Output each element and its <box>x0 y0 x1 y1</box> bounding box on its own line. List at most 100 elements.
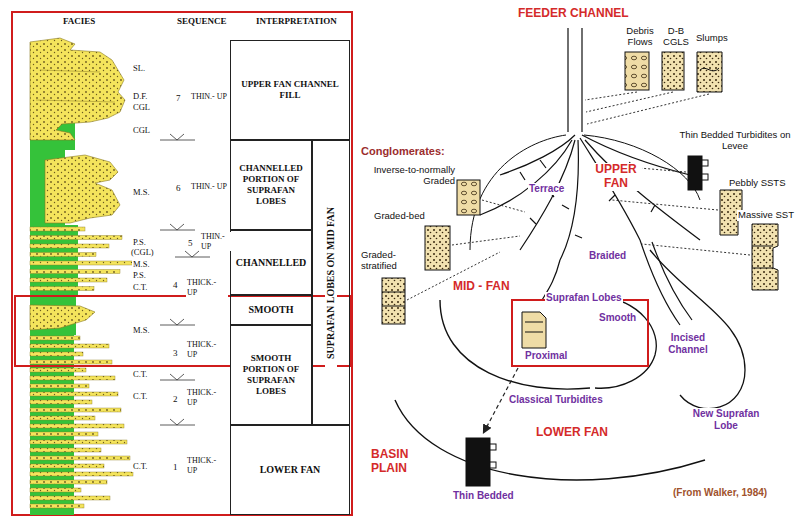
bed <box>30 392 118 396</box>
zone-label: FEEDER CHANNEL <box>517 7 630 21</box>
zone-label: LOWER FAN <box>535 426 609 440</box>
feature-label: New Suprafan Lobe <box>690 408 762 431</box>
facies-label: Pebbly SSTS <box>728 178 787 189</box>
bed <box>30 270 120 274</box>
facies-code: D.F. <box>132 92 148 102</box>
sequence-number: 4 <box>172 280 179 290</box>
column-header: SEQUENCE <box>176 16 228 26</box>
interpretation-text: CHANNELLED <box>234 257 309 269</box>
facies-label: Debris Flows <box>621 26 659 48</box>
bed <box>30 287 94 291</box>
interpretation-box: SMOOTH <box>230 295 312 325</box>
column-header: FACIES <box>62 16 96 26</box>
facies-label: Graded-stratified <box>360 250 412 272</box>
interpretation-box: CHANNELLED PORTION OF SUPRAFAN LOBES <box>230 140 312 230</box>
zone-label: UPPER FAN <box>590 163 642 191</box>
sequence-number: 2 <box>172 394 179 404</box>
trend-label: THIN.- UP <box>200 232 236 251</box>
feature-label: Terrace <box>528 183 565 195</box>
facies-label: Slumps <box>695 33 729 44</box>
interpretation-box: CHANNELLED <box>230 230 312 295</box>
leader-line <box>407 92 750 300</box>
trend-label: THICK.- UP <box>186 340 228 359</box>
interpretation-text: LOWER FAN <box>258 464 323 476</box>
bed <box>30 488 81 492</box>
facies-code: C.T. <box>132 283 148 293</box>
facies-code: C.T. <box>132 370 148 380</box>
interpretation-text: CHANNELLED PORTION OF SUPRAFAN LOBES <box>231 163 311 206</box>
bed <box>30 227 85 231</box>
bed <box>30 253 96 257</box>
bed <box>30 472 133 476</box>
trend-label: THIN.- UP <box>190 92 228 102</box>
group-heading: Conglomerates: <box>360 145 446 158</box>
bed <box>30 416 95 420</box>
facies-code: SL. <box>132 64 146 74</box>
bed <box>30 496 110 500</box>
facies-code: CGL <box>132 103 151 113</box>
trend-label: THIN.- UP <box>190 182 228 192</box>
bed <box>30 261 133 265</box>
facies-code: CGL <box>132 126 151 136</box>
feature-label: Proximal <box>524 350 568 362</box>
facies-code: M.S. <box>132 188 151 198</box>
facies-label: Inverse-to-normally Graded <box>362 165 456 187</box>
facies-code: M.S. <box>132 260 151 270</box>
facies-icon <box>382 52 778 486</box>
facies-label: Massive SST <box>737 210 795 221</box>
bed <box>30 424 124 428</box>
facies-code: M.S. <box>132 326 151 336</box>
bed <box>30 376 115 380</box>
strat-column <box>30 38 133 515</box>
facies-code: C.T. <box>132 462 148 472</box>
interpretation-text: SMOOTH PORTION OF SUPRAFAN LOBES <box>231 353 311 396</box>
bed <box>30 352 83 356</box>
interpretation-box: SUPRAFAN LOBES ON MID FAN <box>312 140 350 425</box>
bed <box>30 344 109 348</box>
column-header: INTERPRETATION <box>255 16 338 26</box>
facies-label: Graded-bed <box>373 211 426 222</box>
trend-label: THICK.- UP <box>186 278 228 297</box>
feature-label: Thin Bedded <box>452 490 515 502</box>
facies-code: P.S. <box>132 271 147 281</box>
bed <box>30 244 109 248</box>
feature-label: Smooth <box>598 312 637 324</box>
bed <box>30 336 80 340</box>
bed <box>30 360 112 364</box>
zone-label: MID - FAN <box>452 280 511 294</box>
sequence-number: 7 <box>175 93 182 103</box>
bed <box>30 456 130 460</box>
bed <box>30 368 86 372</box>
feature-label: Incised Channel <box>662 332 714 355</box>
bed <box>30 480 107 484</box>
interpretation-text: SMOOTH <box>246 304 295 316</box>
bed <box>30 464 104 468</box>
interpretation-text: SUPRAFAN LOBES ON MID FAN <box>325 151 337 415</box>
bed <box>30 432 98 436</box>
facies-label: Thin Bedded Turbidites on Levee <box>676 130 794 152</box>
bed <box>30 408 121 412</box>
trend-label: THICK.- UP <box>186 456 228 475</box>
bed <box>30 236 122 240</box>
highlight-box <box>512 300 648 366</box>
facies-code: C.T. <box>132 392 148 402</box>
bed <box>30 384 89 388</box>
bed <box>30 278 107 282</box>
panel-frame <box>12 12 352 515</box>
trend-label: THICK.- UP <box>186 388 228 407</box>
source-note: (From Walker, 1984) <box>672 487 768 499</box>
interpretation-box: SMOOTH PORTION OF SUPRAFAN LOBES <box>230 325 312 425</box>
feature-label: Braided <box>588 250 627 262</box>
bed <box>30 440 127 444</box>
bed <box>30 504 84 508</box>
feature-label: Classical Turbidites <box>508 394 604 406</box>
feature-label: Suprafan Lobes <box>545 292 623 304</box>
zone-label: BASIN PLAIN <box>370 448 422 476</box>
sequence-number: 1 <box>172 462 179 472</box>
bed <box>30 400 92 404</box>
sequence-number: 6 <box>175 183 182 193</box>
sequence-number: 5 <box>187 238 194 248</box>
facies-code: (CGL) <box>130 248 155 258</box>
facies-code: P.S. <box>132 238 147 248</box>
bed <box>30 448 101 452</box>
